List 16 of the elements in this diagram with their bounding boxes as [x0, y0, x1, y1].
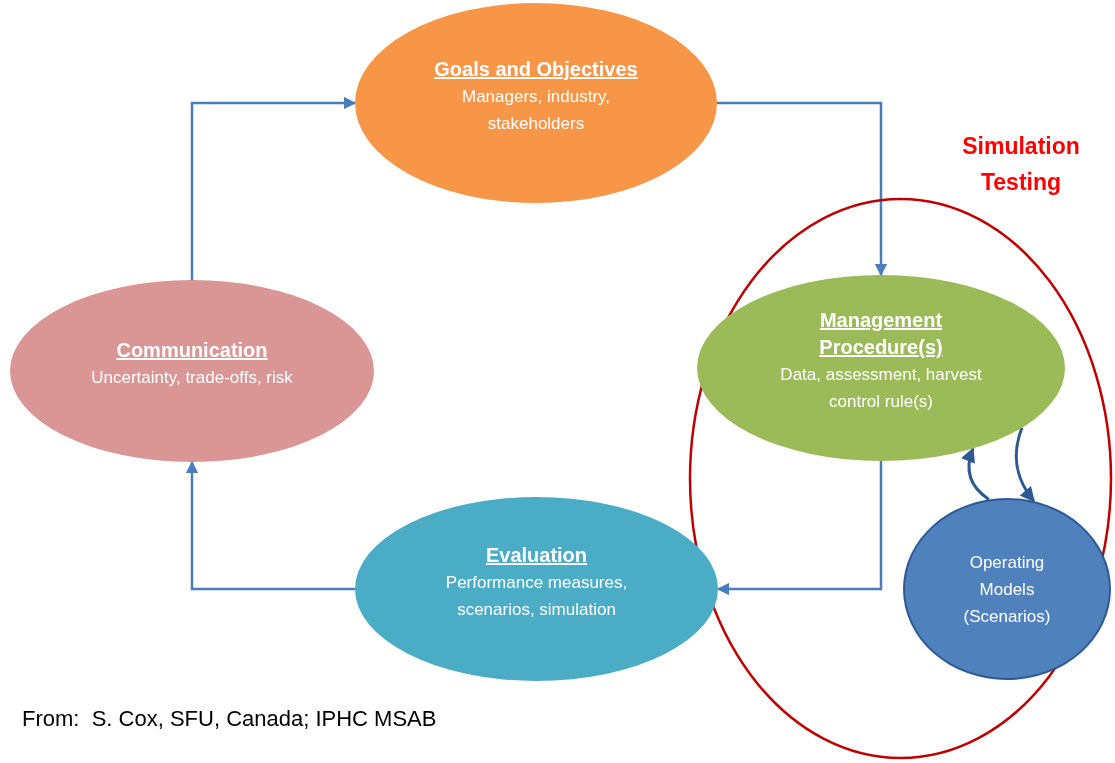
arrow: [961, 447, 990, 501]
arrow: [190, 96, 357, 280]
node-text: Managers, industry, stakeholders: [461, 85, 611, 135]
node-heading: Communication: [116, 338, 268, 363]
node-heading: Evaluation: [485, 542, 588, 568]
node-heading: Management Procedure(s): [818, 308, 944, 360]
node-text: Uncertainty, trade-offs, risk: [91, 367, 293, 389]
node-text: Data, assessment, harvest control rule(s): [779, 364, 983, 413]
node-heading: Goals and Objectives: [434, 56, 638, 82]
node-text: Operating Models (Scenarios): [962, 551, 1052, 628]
group-heading: Simulation Testing: [961, 132, 1081, 197]
arrow: [185, 460, 355, 591]
arrow: [716, 461, 883, 596]
node-text: Performance measures, scenarios, simulation: [444, 571, 629, 621]
arrow: [717, 101, 888, 277]
source-note: From: S. Cox, SFU, Canada; IPHC MSAB: [22, 705, 437, 733]
